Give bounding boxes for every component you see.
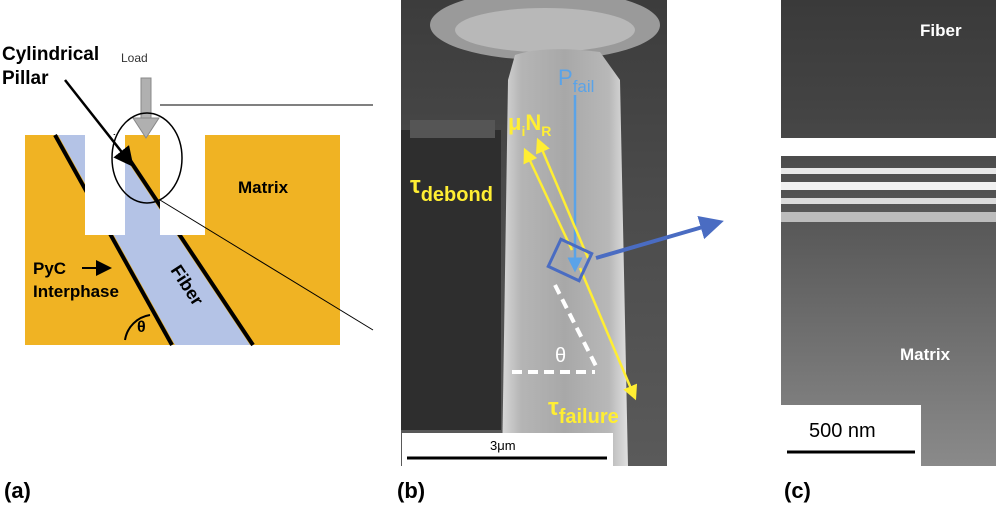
tem-band-4 [781,198,996,204]
tem-background [781,0,996,466]
tau-debond-label: τdebond [410,172,493,206]
panel-label-a: (a) [4,478,31,503]
stress-element-box [546,237,594,283]
tem-matrix-label: Matrix [900,345,951,364]
theta-label-b: θ [555,345,566,367]
load-arrow-head [132,117,160,139]
tem-band-5 [781,212,996,222]
mu-arrow-1 [523,147,574,251]
panel-label-b: (b) [397,478,426,503]
tem-band-3 [781,182,996,190]
zoom-circle [111,112,183,204]
tem-scale-box [781,405,921,466]
p-fail-label: Pfail [558,65,594,96]
pyc-label-line2: Interphase [33,282,119,301]
theta-label-a: θ [137,319,146,336]
pillar-label-line2: Pillar [2,68,49,89]
sem-scale-box [402,433,613,466]
panel-a-schematic: Load Cylindrical Pillar Matrix PyC Inter… [2,44,374,347]
pillar-pointer [64,79,134,167]
tau-failure-label: τfailure [548,394,619,428]
normal-arrow [595,216,724,260]
zoom-line-bottom [159,199,374,331]
pillar-label-line1: Cylindrical [2,44,99,65]
trench-right [160,135,205,235]
mu-arrow-2 [535,137,590,259]
interphase-line-left [53,134,174,346]
panel-c-tem: 500 nm Fiber Matrix [781,0,996,466]
tem-fiber-label: Fiber [920,21,962,40]
pyc-label-line1: PyC [33,259,66,278]
tem-band-2 [781,168,996,174]
sem-cap-inner [455,8,635,52]
tem-band-1 [781,138,996,156]
panel-label-c: (c) [784,478,811,503]
sem-left-step [410,120,495,138]
mu-label: μiNR [508,110,551,139]
panel-b-sem: 3μm Pfail μiNR τdebond τfailure θ [401,0,724,466]
load-label: Load [121,51,148,65]
sem-scale-text: 3μm [490,438,516,453]
sem-left-wall [401,130,501,430]
matrix-label: Matrix [238,178,289,197]
tem-scale-text: 500 nm [809,420,876,442]
theta-arc [124,314,151,341]
interphase-line-right [111,133,255,347]
tau-failure-arrow [578,267,638,401]
